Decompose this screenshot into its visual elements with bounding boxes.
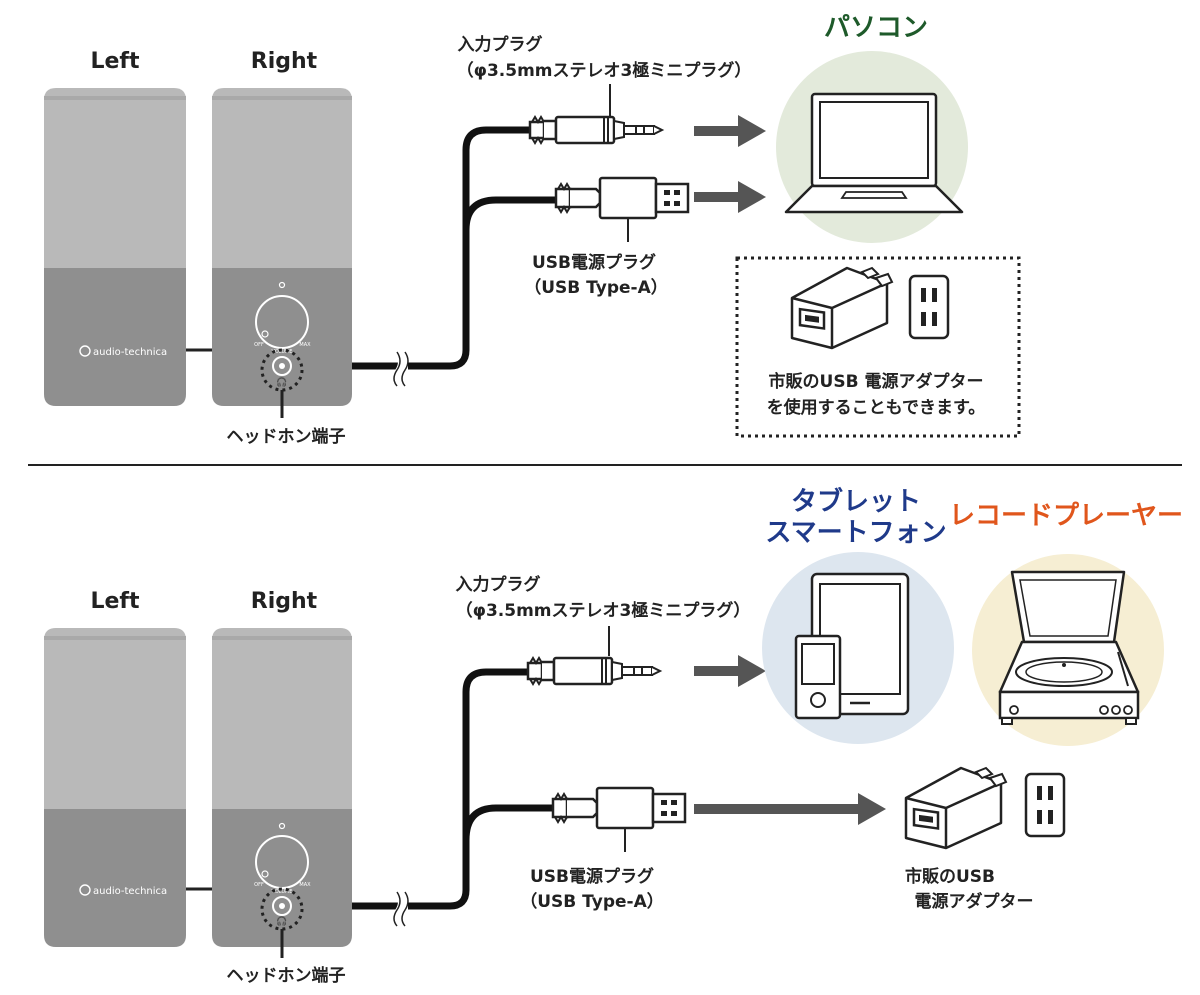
headphone-icon: 🎧 [276,376,287,388]
right-speaker-label: Right [251,589,318,614]
right-speaker: OFF VOLUME MAX 🎧 [212,88,352,418]
usb-plug [551,786,687,830]
adapter-note-box [735,256,1021,438]
usb-plug-spec: （USB Type-A） [524,277,668,298]
smartphone-icon [794,634,842,720]
long-arrow-icon [694,793,886,825]
usb-plug [554,176,690,220]
left-speaker: audio-technica [44,628,186,947]
svg-text:MAX: MAX [299,342,311,348]
volume-knob[interactable] [255,295,309,349]
usb-adapter-icon [904,766,1008,850]
input-plug-spec: （φ3.5mmステレオ3極ミニプラグ） [457,60,752,81]
wall-outlet-icon [908,274,950,340]
headphone-jack[interactable] [272,896,292,916]
adapter-note-line1: 市販のUSB 電源アダプター [769,371,984,392]
input-plug-spec: （φ3.5mmステレオ3極ミニプラグ） [456,600,751,621]
svg-text:MAX: MAX [299,882,311,888]
input-plug-label: 入力プラグ [456,574,541,595]
record-player-title: レコードプレーヤー [949,501,1183,531]
speaker-cable [352,126,556,389]
usb-adapter-icon [790,266,894,350]
arrow-icon [694,181,766,213]
brand-logo: audio-technica [93,886,167,897]
brand-logo: audio-technica [93,347,167,358]
laptop-icon [784,92,964,214]
svg-text:OFF: OFF [254,882,264,888]
right-speaker-label: Right [251,49,318,74]
mini-plug [528,115,664,145]
pc-title: パソコン [824,13,928,43]
left-speaker: audio-technica [44,88,186,406]
power-led [278,281,286,289]
tablet-title-line2: スマートフォン [765,518,946,548]
arrow-icon [694,115,766,147]
bottom-section: Left Right audio-technica OFF VOLUME MAX… [44,486,1183,986]
turntable-icon [998,570,1140,725]
usb-plug-label: USB電源プラグ [530,866,654,887]
usb-plug-spec: （USB Type-A） [520,891,664,912]
power-led [278,822,286,830]
svg-text:VOLUME: VOLUME [272,889,293,895]
headphone-jack[interactable] [272,356,292,376]
top-section: Left Right audio-technica OFF VOLUME MAX… [44,13,1021,447]
svg-text:OFF: OFF [254,342,264,348]
adapter-label-line2: 電源アダプター [915,891,1034,912]
headphone-jack-label: ヘッドホン端子 [227,965,346,986]
tablet-title-line1: タブレット [791,486,921,517]
speaker-cable [352,668,554,929]
left-speaker-label: Left [90,589,140,614]
usb-plug-label: USB電源プラグ [532,252,656,273]
input-plug-label: 入力プラグ [458,34,543,55]
headphone-icon: 🎧 [276,915,287,927]
adapter-note-line2: を使用することもできます。 [767,397,986,418]
headphone-jack-label: ヘッドホン端子 [227,426,346,447]
adapter-label-line1: 市販のUSB [905,866,995,887]
right-speaker: OFF VOLUME MAX 🎧 [212,628,352,958]
left-speaker-label: Left [90,49,140,74]
mini-plug [526,656,662,686]
svg-text:VOLUME: VOLUME [272,349,293,355]
wall-outlet-icon [1024,772,1066,838]
arrow-icon [694,655,766,687]
